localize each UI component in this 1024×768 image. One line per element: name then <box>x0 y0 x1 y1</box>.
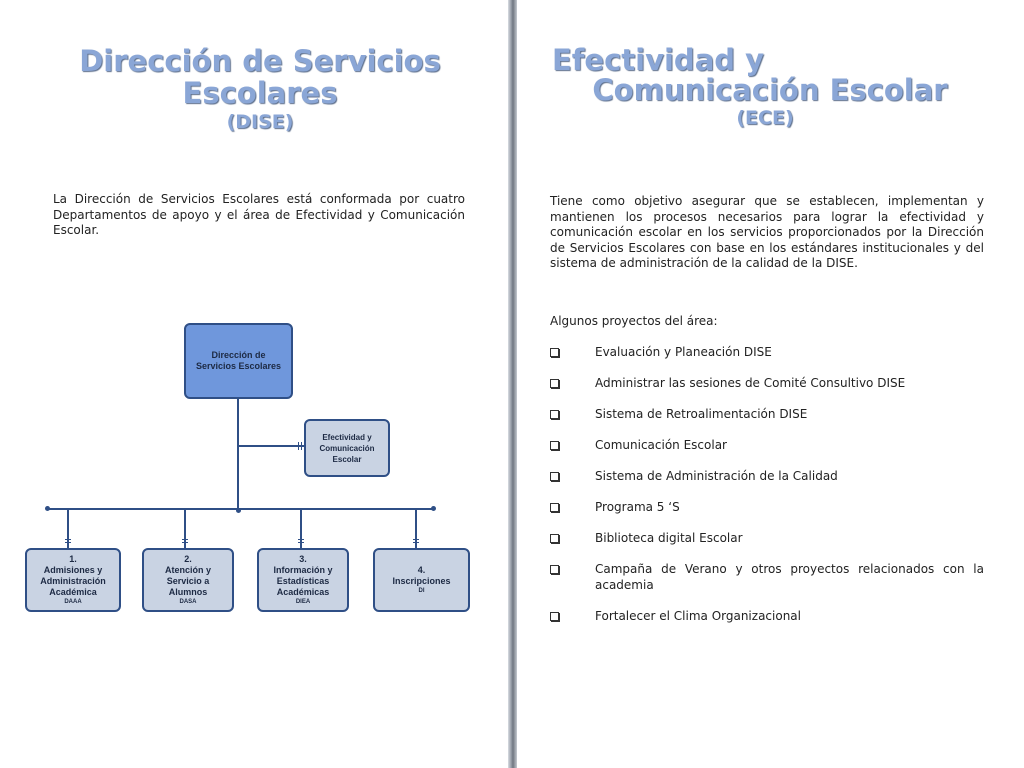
project-label: Campaña de Verano y otros proyectos rela… <box>595 562 984 592</box>
org-tick-dept2 <box>182 539 188 543</box>
project-label: Sistema de Retroalimentación DISE <box>595 407 808 421</box>
org-dept2-abbr: DASA <box>179 598 197 605</box>
org-box-director-label: Dirección de Servicios Escolares <box>195 350 282 371</box>
right-paragraph: Tiene como objetivo asegurar que se esta… <box>550 194 984 270</box>
project-label: Comunicación Escolar <box>595 438 727 452</box>
project-label: Evaluación y Planeación DISE <box>595 345 772 359</box>
project-label: Administrar las sesiones de Comité Consu… <box>595 376 906 390</box>
page-divider <box>508 0 517 768</box>
project-label: Biblioteca digital Escolar <box>595 531 743 545</box>
left-paragraph: La Dirección de Servicios Escolares está… <box>53 192 465 237</box>
org-line-dept1 <box>67 510 69 549</box>
list-item: Administrar las sesiones de Comité Consu… <box>550 376 984 392</box>
left-title-line1: Dirección de Servicios <box>79 44 441 78</box>
projects-intro: Algunos proyectos del área: <box>550 314 718 328</box>
org-dept3-num: 3. <box>299 553 307 564</box>
org-box-dept3: 3. Información y Estadísticas Académicas… <box>257 548 349 612</box>
org-side-tick <box>298 442 302 450</box>
org-tick-dept4 <box>413 539 419 543</box>
project-label: Sistema de Administración de la Calidad <box>595 469 838 483</box>
list-item: Biblioteca digital Escolar <box>550 531 984 547</box>
checkbox-bullet-icon <box>550 565 559 574</box>
org-box-dept2: 2. Atención y Servicio a Alumnos DASA <box>142 548 234 612</box>
org-line-dept3 <box>300 510 302 549</box>
list-item: Fortalecer el Clima Organizacional <box>550 609 984 625</box>
org-box-dept1: 1. Admisiones y Administración Académica… <box>25 548 121 612</box>
list-item: Evaluación y Planeación DISE <box>550 345 984 361</box>
project-label: Programa 5 ‘S <box>595 500 680 514</box>
org-dept2-num: 2. <box>184 553 192 564</box>
right-title-abbr: (ECE) <box>736 107 794 129</box>
left-title: Dirección de Servicios Escolares (DISE) <box>60 45 460 135</box>
right-title-line1: Efectividad y <box>552 43 765 77</box>
checkbox-bullet-icon <box>550 503 559 512</box>
org-dept3-name: Información y Estadísticas Académicas <box>273 564 333 597</box>
list-item: Programa 5 ‘S <box>550 500 984 516</box>
org-dept4-name: Inscripciones <box>392 575 451 586</box>
org-dept4-num: 4. <box>417 564 426 575</box>
org-box-side: Efectividad y Comunicación Escolar <box>304 419 390 477</box>
left-title-abbr: (DISE) <box>226 111 294 133</box>
list-item: Comunicación Escolar <box>550 438 984 454</box>
org-line-dept2 <box>184 510 186 549</box>
org-line-side <box>239 445 304 447</box>
org-dot-left <box>45 506 50 511</box>
org-dept4-abbr: DI <box>418 587 425 594</box>
org-tick-dept1 <box>65 539 71 543</box>
checkbox-bullet-icon <box>550 441 559 450</box>
checkbox-bullet-icon <box>550 611 559 621</box>
projects-list: Evaluación y Planeación DISE Administrar… <box>550 345 984 640</box>
checkbox-bullet-icon <box>550 348 559 357</box>
project-label: Fortalecer el Clima Organizacional <box>595 608 801 623</box>
list-item: Sistema de Retroalimentación DISE <box>550 407 984 423</box>
list-item: Campaña de Verano y otros proyectos rela… <box>550 562 984 593</box>
right-title-line2: Comunicación Escolar <box>592 73 948 107</box>
org-dot-center <box>236 508 241 513</box>
org-box-side-label: Efectividad y Comunicación Escolar <box>319 432 375 464</box>
org-dept2-name: Atención y Servicio a Alumnos <box>164 564 211 597</box>
org-dept1-num: 1. <box>69 553 77 564</box>
right-title: Efectividad y Comunicación Escolar (ECE) <box>540 45 960 131</box>
checkbox-bullet-icon <box>550 379 559 388</box>
org-line-dept4 <box>415 510 417 549</box>
checkbox-bullet-icon <box>550 534 559 543</box>
org-dot-right <box>431 506 436 511</box>
org-box-director: Dirección de Servicios Escolares <box>184 323 293 399</box>
checkbox-bullet-icon <box>550 472 559 481</box>
list-item: Sistema de Administración de la Calidad <box>550 469 984 485</box>
org-line-horizontal <box>48 508 434 510</box>
org-dept1-abbr: DAAA <box>64 598 82 605</box>
org-box-dept4: 4. Inscripciones DI <box>373 548 470 612</box>
left-title-line2: Escolares <box>182 76 338 110</box>
org-tick-dept3 <box>298 539 304 543</box>
org-dept1-name: Admisiones y Administración Académica <box>40 564 106 597</box>
org-line-vertical-main <box>237 399 239 511</box>
org-dept3-abbr: DIEA <box>295 598 311 605</box>
checkbox-bullet-icon <box>550 410 559 419</box>
